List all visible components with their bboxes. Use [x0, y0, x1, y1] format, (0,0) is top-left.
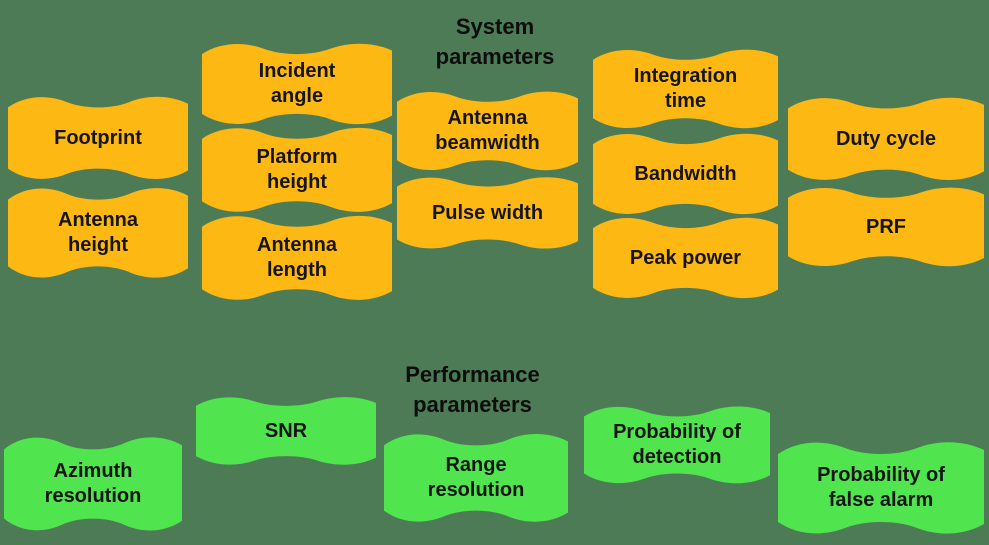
banner-antenna-length: Antenna length: [202, 212, 392, 304]
banner-prf: PRF: [788, 184, 984, 270]
banner-azimuth-resolution: Azimuth resolution: [4, 433, 182, 535]
banner-range-resolution: Range resolution: [384, 430, 568, 526]
banner-platform-height: Platform height: [202, 124, 392, 216]
banner-label: Probability of detection: [613, 421, 741, 468]
banner-bandwidth: Bandwidth: [593, 130, 778, 218]
banner-label: Pulse width: [431, 201, 544, 224]
banner-probability-of-detection: Probability of detection: [584, 403, 770, 487]
banner-antenna-height: Antenna height: [8, 184, 188, 282]
banner-probability-of-false-alarm: Probability of false alarm: [778, 438, 984, 538]
banner-label: Integration time: [633, 65, 738, 112]
banner-duty-cycle: Duty cycle: [788, 94, 984, 184]
banner-snr: SNR: [196, 394, 376, 468]
banner-peak-power: Peak power: [593, 214, 778, 302]
banner-pulse-width: Pulse width: [397, 174, 578, 252]
banner-label: Peak power: [629, 246, 742, 269]
banner-incident-angle: Incident angle: [202, 40, 392, 128]
banner-label: Bandwidth: [634, 162, 737, 185]
banner-label: Azimuth resolution: [44, 460, 142, 507]
banner-antenna-beamwidth: Antenna beamwidth: [397, 88, 578, 174]
banner-label: Footprint: [54, 126, 142, 149]
banner-label: Platform height: [256, 146, 338, 193]
banner-label: Antenna length: [257, 234, 337, 281]
banner-label: Duty cycle: [835, 127, 937, 150]
banner-label: Range resolution: [427, 454, 525, 501]
banner-label: Antenna height: [58, 209, 138, 256]
banner-integration-time: Integration time: [593, 46, 778, 132]
system-parameters-title: System parameters: [435, 14, 555, 69]
banner-label: PRF: [866, 215, 906, 238]
banner-label: SNR: [264, 419, 308, 442]
banner-label: Probability of false alarm: [817, 464, 945, 511]
performance-parameters-title: Performance parameters: [405, 362, 540, 417]
banner-footprint: Footprint: [8, 93, 188, 183]
banner-label: Antenna beamwidth: [435, 107, 540, 154]
banner-label: Incident angle: [258, 60, 336, 107]
